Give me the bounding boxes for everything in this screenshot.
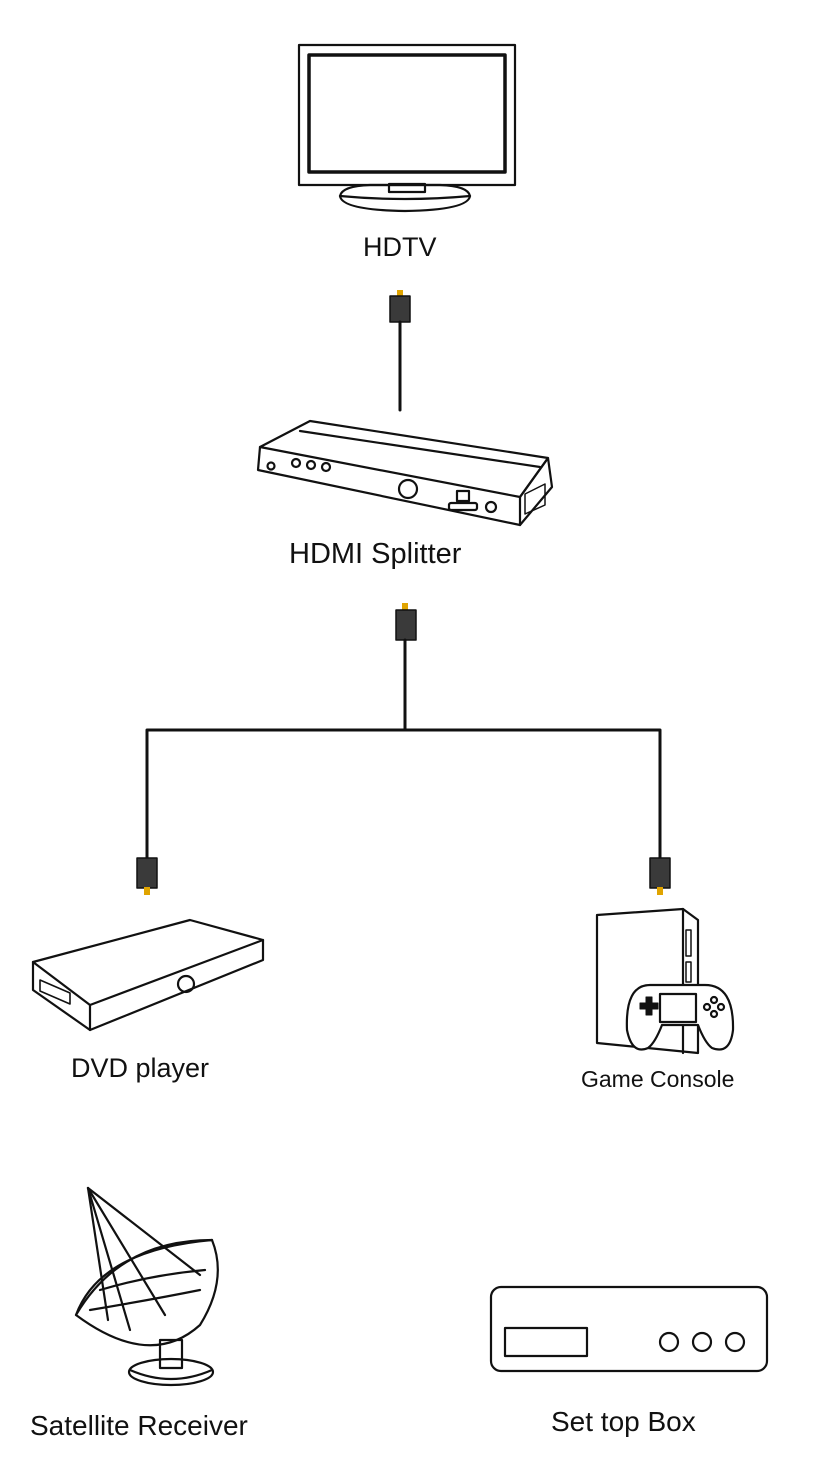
game-console-icon (595, 907, 735, 1055)
hdmi-cable-branch (136, 603, 671, 895)
hdmi-splitter-label: HDMI Splitter (289, 538, 462, 570)
hdmi-splitter-icon (256, 419, 554, 527)
satellite-receiver-label: Satellite Receiver (30, 1410, 248, 1441)
satellite-dish-icon (74, 1186, 219, 1387)
hdmi-cable-top (389, 290, 411, 412)
set-top-box-icon (489, 1285, 769, 1373)
dvd-player-label: DVD player (71, 1053, 210, 1083)
hdtv-label: HDTV (363, 232, 437, 262)
hdtv-icon (297, 43, 517, 213)
set-top-box-label: Set top Box (551, 1406, 696, 1437)
dvd-player-icon (31, 918, 265, 1032)
game-console-label: Game Console (581, 1066, 735, 1092)
